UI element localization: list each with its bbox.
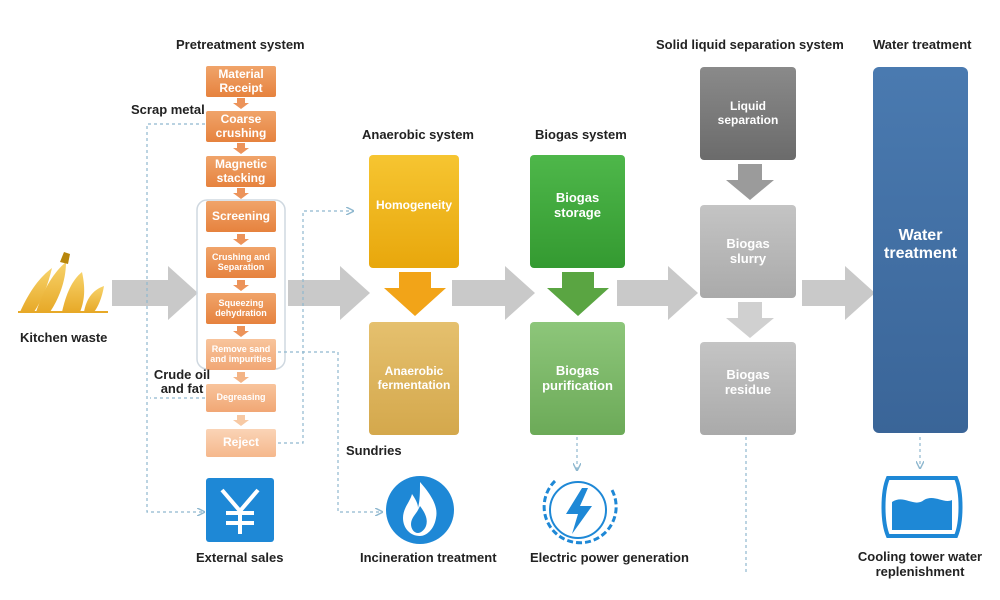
pretreatment-step-arrows (233, 98, 249, 426)
water-treatment-box: Water treatment (873, 67, 968, 433)
water-treatment-label: Water treatment (884, 227, 957, 262)
squeezing-dehydration-label: Squeezing dehydration (215, 297, 267, 318)
biogas-slurry-box: Biogas slurry (700, 205, 796, 298)
scrap-metal-line (146, 123, 205, 512)
yen-icon (206, 478, 274, 542)
liquid-separation-box: Liquid separation (700, 67, 796, 160)
anaerobic-fermentation-box: Anaerobic fermentation (369, 322, 459, 435)
electric-power-generation-label: Electric power generation (530, 550, 689, 565)
solid-liquid-separation-title: Solid liquid separation system (656, 37, 844, 52)
green-down-arrow (547, 272, 609, 316)
magnetic-stacking-label: Magnetic stacking (214, 157, 267, 185)
dashed-lines (146, 123, 920, 575)
screening-label: Screening (211, 208, 271, 223)
flow-arrow-waste-to-pretreatment (112, 266, 198, 320)
reject-to-homogeneity-line (278, 211, 353, 444)
coarse-crushing-label: Coarse crushing (215, 112, 267, 140)
screening-box: Screening (206, 201, 276, 232)
grey-down-arrow-2 (726, 302, 774, 338)
banana-peel-icon (18, 252, 108, 313)
water-tank-icon (881, 476, 963, 538)
remove-sand-label: Remove sand and impurities (210, 343, 272, 364)
degreasing-box: Degreasing (206, 384, 276, 412)
biogas-slurry-label: Biogas slurry (726, 236, 770, 266)
sundries-label: Sundries (346, 443, 402, 458)
crude-oil-label: Crude oil and fat (153, 367, 211, 396)
biogas-system-title: Biogas system (535, 127, 627, 142)
homogeneity-box: Homogeneity (369, 155, 459, 268)
incineration-treatment-label: Incineration treatment (360, 550, 497, 565)
grey-down-arrow-1 (726, 164, 774, 200)
liquid-separation-label: Liquid separation (717, 99, 779, 127)
lightning-bolt-icon (542, 479, 618, 545)
anaerobic-fermentation-label: Anaerobic fermentation (377, 364, 451, 392)
coarse-crushing-box: Coarse crushing (206, 111, 276, 142)
external-sales-label: External sales (196, 550, 284, 565)
flame-icon (386, 476, 454, 544)
main-flow-arrows (112, 266, 875, 320)
kitchen-waste-label: Kitchen waste (20, 330, 108, 345)
flow-arrow-biogas-to-separation (617, 266, 698, 320)
crushing-separation-box: Crushing and Separation (206, 247, 276, 278)
flow-arrow-anaerobic-to-biogas (452, 266, 535, 320)
anaerobic-system-title: Anaerobic system (362, 127, 474, 142)
material-receipt-box: Material Receipt (206, 66, 276, 97)
biogas-residue-box: Biogas residue (700, 342, 796, 435)
flow-arrow-separation-to-water (802, 266, 875, 320)
homogeneity-label: Homogeneity (375, 197, 452, 212)
remove-sand-box: Remove sand and impurities (206, 339, 276, 370)
degreasing-label: Degreasing (216, 392, 266, 403)
biogas-storage-box: Biogas storage (530, 155, 625, 268)
scrap-metal-label: Scrap metal (131, 102, 205, 117)
material-receipt-label: Material Receipt (218, 67, 264, 95)
reject-box: Reject (206, 429, 276, 457)
sundries-line (278, 351, 382, 512)
water-treatment-title: Water treatment (873, 37, 972, 52)
yellow-down-arrow (384, 272, 446, 316)
reject-label: Reject (222, 435, 260, 450)
pretreatment-system-title: Pretreatment system (176, 37, 305, 52)
biogas-purification-box: Biogas purification (530, 322, 625, 435)
biogas-storage-label: Biogas storage (554, 190, 601, 220)
squeezing-dehydration-box: Squeezing dehydration (206, 293, 276, 324)
vertical-connectors (384, 164, 774, 338)
crushing-separation-label: Crushing and Separation (212, 251, 270, 272)
biogas-residue-label: Biogas residue (724, 367, 772, 397)
magnetic-stacking-box: Magnetic stacking (206, 156, 276, 187)
flow-arrow-pretreatment-to-anaerobic (288, 266, 370, 320)
biogas-purification-label: Biogas purification (542, 363, 613, 393)
cooling-tower-label: Cooling tower water replenishment (857, 549, 983, 580)
